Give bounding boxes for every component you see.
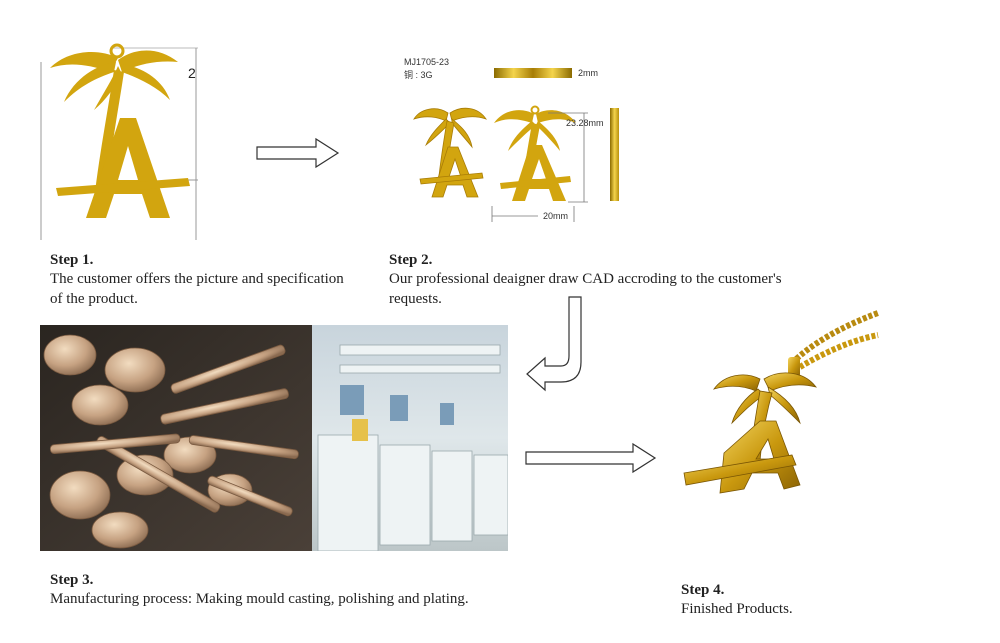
step-4-text: Step 4. Finished Products. bbox=[681, 582, 941, 619]
step-3-title: Step 3. bbox=[50, 572, 94, 588]
step-1-description: The customer offers the picture and spec… bbox=[50, 271, 344, 307]
step-3-text: Step 3. Manufacturing process: Making mo… bbox=[50, 572, 490, 609]
step-2-text: Step 2. Our professional deaigner draw C… bbox=[389, 252, 789, 309]
cad-dimension-lines bbox=[488, 110, 598, 225]
step-4-title: Step 4. bbox=[681, 582, 725, 598]
step-2-title: Step 2. bbox=[389, 252, 433, 268]
cad-thickness-bar bbox=[494, 68, 572, 78]
step-1-text: Step 1. The customer offers the picture … bbox=[50, 252, 350, 309]
arrow-right-icon bbox=[256, 137, 340, 169]
step-3-description: Manufacturing process: Making mould cast… bbox=[50, 591, 469, 607]
sketch-dimension-label: 2 bbox=[188, 65, 196, 81]
cad-material: 铜 : 3G bbox=[404, 70, 433, 80]
step-2-description: Our professional deaigner draw CAD accro… bbox=[389, 271, 782, 307]
step-1-title: Step 1. bbox=[50, 252, 94, 268]
cad-front-view bbox=[490, 105, 580, 205]
step-4-description: Finished Products. bbox=[681, 601, 793, 617]
finished-product-photo bbox=[680, 305, 880, 520]
cad-perspective-view bbox=[412, 105, 490, 205]
cad-thickness-label: 2mm bbox=[578, 68, 598, 78]
cad-model-code: MJ1705-23 bbox=[404, 57, 450, 67]
customer-sketch: 2 bbox=[38, 40, 208, 240]
cad-side-view bbox=[610, 108, 619, 201]
bent-arrow-icon bbox=[525, 296, 583, 392]
cad-height-label: 23.28mm bbox=[566, 118, 604, 128]
manufacturing-photo bbox=[40, 325, 508, 551]
arrow-right-icon-2 bbox=[525, 442, 657, 474]
cad-width-label: 20mm bbox=[543, 211, 569, 221]
